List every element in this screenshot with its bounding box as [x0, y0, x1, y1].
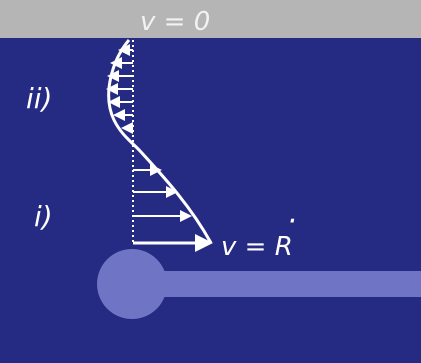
region-upper-label: ii) — [26, 82, 52, 115]
velocity-dot: · — [287, 204, 297, 239]
wall-label: v = 0 — [140, 7, 210, 37]
top-wall — [0, 0, 421, 38]
velocity-label: v = R — [221, 232, 293, 262]
rod — [132, 271, 421, 297]
region-lower-label: i) — [34, 200, 53, 233]
